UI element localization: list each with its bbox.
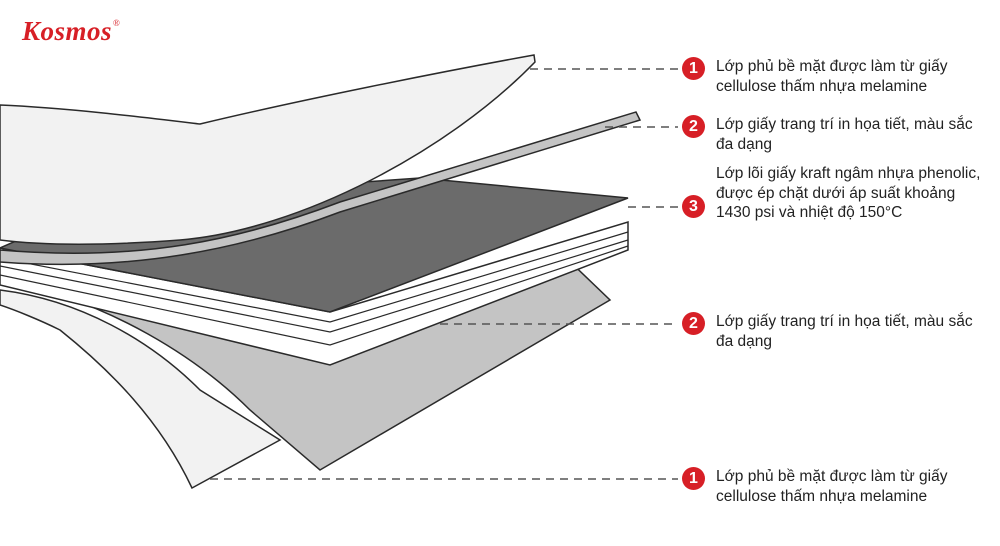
callout-number-badge: 2 [682,312,705,335]
top-overlay-sheet [0,54,536,245]
callout-number-badge: 1 [682,467,705,490]
callout-decor-bottom: 2 Lớp giấy trang trí in họa tiết, màu sắ… [682,312,986,351]
callout-label: Lớp giấy trang trí in họa tiết, màu sắc … [716,313,973,350]
callout-number-badge: 1 [682,57,705,80]
callout-number-badge: 3 [682,195,705,218]
kosmos-logo: Kosmos® [22,16,121,46]
callout-number-badge: 2 [682,115,705,138]
callout-overlay-top: 1 Lớp phủ bề mặt được làm từ giấy cellul… [682,57,986,96]
callout-core: 3 Lớp lõi giấy kraft ngâm nhựa phenolic,… [682,164,986,223]
callout-label: Lớp giấy trang trí in họa tiết, màu sắc … [716,116,973,153]
callout-label: Lớp phủ bề mặt được làm từ giấy cellulos… [716,468,948,505]
callout-label: Lớp phủ bề mặt được làm từ giấy cellulos… [716,58,948,95]
callout-label: Lớp lõi giấy kraft ngâm nhựa phenolic, đ… [716,165,981,221]
core-layer-line-1 [0,231,629,323]
callout-decor-top: 2 Lớp giấy trang trí in họa tiết, màu sắ… [682,115,986,154]
top-decor-sheet [0,111,642,266]
core-layer-line-3 [0,245,629,346]
registered-mark: ® [113,18,121,28]
callout-overlay-bottom: 1 Lớp phủ bề mặt được làm từ giấy cellul… [682,467,986,506]
bottom-overlay-sheet [0,289,282,490]
core-layer-line-2 [0,239,629,333]
